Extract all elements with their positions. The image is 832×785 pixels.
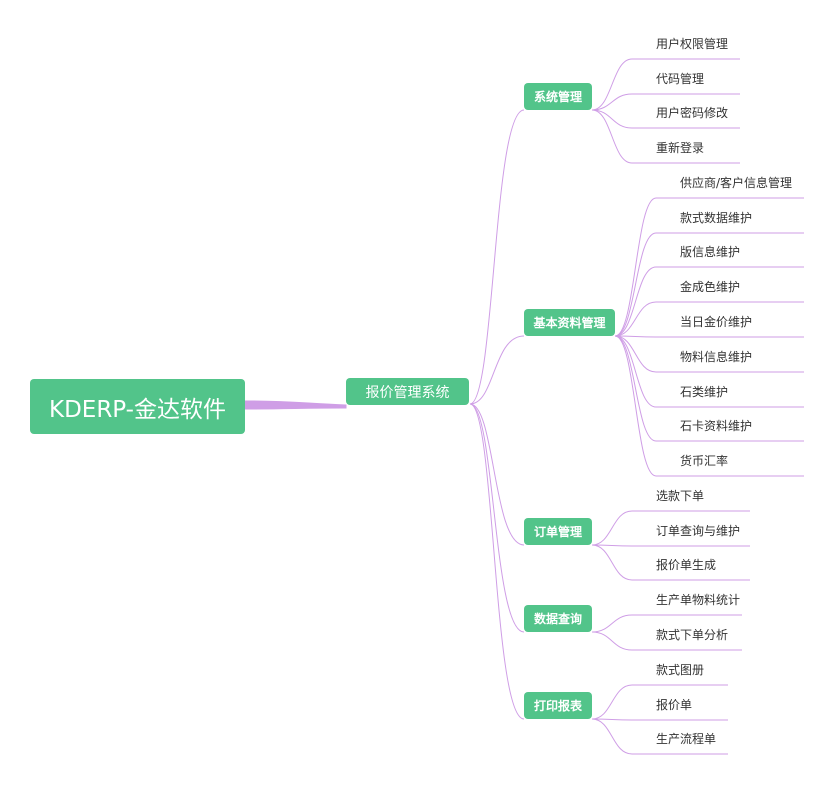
leaf-item[interactable]: 款式数据维护 [680,211,753,225]
connector-line [591,58,740,111]
main-topic-label: 报价管理系统 [365,384,450,401]
category-node-system-management[interactable]: 系统管理 [524,83,592,110]
category-label: 订单管理 [533,525,582,539]
leaf-item[interactable]: 石卡资料维护 [680,419,753,433]
connector-line [469,335,525,405]
connector-line [614,232,804,337]
main-topic-node[interactable]: 报价管理系统 [346,378,469,405]
leaf-item[interactable]: 款式下单分析 [656,628,729,642]
category-label: 基本资料管理 [533,316,606,330]
category-node-basic-data-management[interactable]: 基本资料管理 [524,309,615,336]
connector-line [614,301,804,337]
connector-line [469,403,525,546]
category-node-order-management[interactable]: 订单管理 [524,518,592,545]
connector-line [591,544,750,581]
connector-line [614,335,804,373]
leaf-item[interactable]: 生产单物料统计 [656,593,741,607]
leaf-item[interactable]: 用户密码修改 [656,106,729,120]
connector-line [244,400,347,410]
connector-line [469,109,525,405]
connector-line [614,266,804,337]
leaf-item[interactable]: 代码管理 [656,72,705,86]
leaf-item[interactable]: 供应商/客户信息管理 [680,176,793,190]
leaf-item[interactable]: 订单查询与维护 [656,524,741,538]
leaf-item[interactable]: 版信息维护 [680,245,741,259]
leaf-item[interactable]: 选款下单 [656,489,705,503]
category-label: 打印报表 [533,699,582,713]
connector-line [591,544,750,547]
leaf-item[interactable]: 石类维护 [680,385,729,399]
connector-line [614,335,804,338]
root-node-label: KDERP-金达软件 [49,396,226,423]
category-label: 数据查询 [533,612,582,626]
connector-line [614,197,804,337]
leaf-item[interactable]: 金成色维护 [680,280,741,294]
connector-line [591,109,740,129]
connector-line [591,109,740,164]
category-label: 系统管理 [533,90,582,104]
connector-line [591,93,740,111]
leaf-item[interactable]: 用户权限管理 [656,37,729,51]
connector-line [614,335,804,477]
leaf-item[interactable]: 重新登录 [656,141,705,155]
connector-line [591,631,742,651]
category-node-data-query[interactable]: 数据查询 [524,605,592,632]
connector-line [591,614,742,633]
connector-line [591,718,728,755]
leaf-item[interactable]: 货币汇率 [680,454,729,468]
connector-line [591,718,728,721]
leaf-item[interactable]: 生产流程单 [656,732,717,746]
root-node[interactable]: KDERP-金达软件 [30,379,245,434]
leaf-item[interactable]: 当日金价维护 [680,315,753,329]
category-node-print-reports[interactable]: 打印报表 [524,692,592,719]
leaf-item[interactable]: 物料信息维护 [680,350,753,364]
connector-line [614,335,804,442]
connector-line [591,684,728,720]
connector-line [469,403,525,633]
leaf-item[interactable]: 报价单生成 [656,558,717,572]
connector-line [469,403,525,720]
leaf-item[interactable]: 报价单 [656,698,693,712]
connector-line [614,335,804,408]
leaf-item[interactable]: 款式图册 [656,663,705,677]
connector-line [591,510,750,546]
